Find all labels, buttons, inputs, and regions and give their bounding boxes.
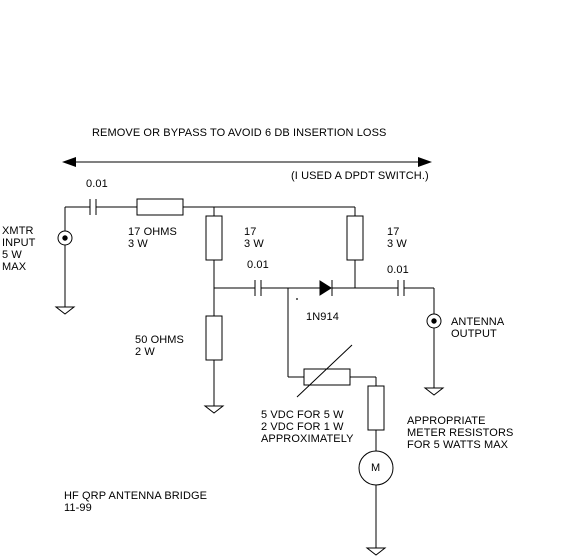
antenna-output-line: ANTENNA bbox=[451, 316, 505, 328]
right-resistor-power: 3 W bbox=[387, 238, 407, 250]
series-resistor-value: 17 OHMS bbox=[128, 226, 177, 238]
left-resistor-value: 17 bbox=[244, 226, 257, 238]
potentiometer-icon bbox=[296, 344, 353, 398]
series-resistor-power: 3 W bbox=[128, 238, 148, 250]
antenna-output-label: ANTENNA OUTPUT bbox=[451, 316, 504, 340]
meter-resistor-note: APPROPRIATE METER RESISTORS FOR 5 WATTS … bbox=[407, 415, 513, 451]
load-resistor-icon bbox=[205, 315, 223, 361]
pot-note-line: 5 VDC FOR 5 W bbox=[261, 409, 344, 421]
right-resistor-label: 17 3 W bbox=[387, 226, 407, 250]
antenna-output-line: OUTPUT bbox=[451, 328, 497, 340]
stray-dot bbox=[296, 298, 298, 300]
load-resistor-label: 50 OHMS 2 W bbox=[135, 334, 184, 358]
meter-note-line: FOR 5 WATTS MAX bbox=[407, 439, 509, 451]
pot-note-line: 2 VDC FOR 1 W bbox=[261, 421, 344, 433]
middle-capacitor-label: 0.01 bbox=[247, 259, 269, 271]
input-ground-icon bbox=[54, 306, 76, 315]
input-label-line: 5 W bbox=[2, 249, 22, 261]
pot-note: 5 VDC FOR 5 W 2 VDC FOR 1 W APPROXIMATEL… bbox=[261, 409, 354, 445]
middle-capacitor-icon bbox=[254, 280, 262, 296]
pot-note-line: APPROXIMATELY bbox=[261, 433, 354, 445]
diagram-title: HF QRP ANTENNA BRIDGE bbox=[64, 490, 208, 502]
left-top-resistor-icon bbox=[205, 215, 223, 261]
load-ground-icon bbox=[203, 405, 225, 414]
antenna-ground-icon bbox=[423, 387, 445, 396]
load-resistor-value: 50 OHMS bbox=[135, 334, 184, 346]
meter-symbol: M bbox=[371, 462, 381, 474]
diagram-date: 11-99 bbox=[64, 502, 92, 514]
load-resistor-power: 2 W bbox=[135, 346, 155, 358]
input-label-line: XMTR bbox=[2, 225, 34, 237]
input-capacitor-label: 0.01 bbox=[86, 178, 108, 190]
right-resistor-value: 17 bbox=[387, 226, 400, 238]
right-top-resistor-icon bbox=[346, 215, 364, 261]
meter-resistor-icon bbox=[367, 385, 385, 431]
series-resistor-icon bbox=[136, 198, 184, 216]
output-capacitor-icon bbox=[397, 280, 405, 296]
diode-icon bbox=[319, 280, 333, 296]
input-label: XMTR INPUT 5 W MAX bbox=[2, 225, 36, 273]
left-resistor-power: 3 W bbox=[244, 238, 264, 250]
input-capacitor-icon bbox=[89, 199, 97, 215]
left-resistor-label: 17 3 W bbox=[244, 226, 264, 250]
antenna-connector-icon bbox=[426, 313, 442, 329]
input-label-line: INPUT bbox=[2, 237, 36, 249]
meter-ground-icon bbox=[365, 547, 387, 556]
input-connector-icon bbox=[57, 230, 73, 246]
bypass-arrow bbox=[62, 157, 432, 167]
series-resistor-label: 17 OHMS 3 W bbox=[128, 226, 177, 250]
dpdt-note: (I USED A DPDT SWITCH.) bbox=[291, 170, 429, 182]
diode-label: 1N914 bbox=[306, 311, 339, 323]
input-label-line: MAX bbox=[2, 261, 27, 273]
meter-note-line: METER RESISTORS bbox=[407, 427, 514, 439]
diagram-title-block: HF QRP ANTENNA BRIDGE 11-99 bbox=[64, 490, 207, 514]
meter-note-line: APPROPRIATE bbox=[407, 415, 486, 427]
output-capacitor-label: 0.01 bbox=[387, 264, 409, 276]
bypass-banner: REMOVE OR BYPASS TO AVOID 6 DB INSERTION… bbox=[92, 127, 387, 139]
